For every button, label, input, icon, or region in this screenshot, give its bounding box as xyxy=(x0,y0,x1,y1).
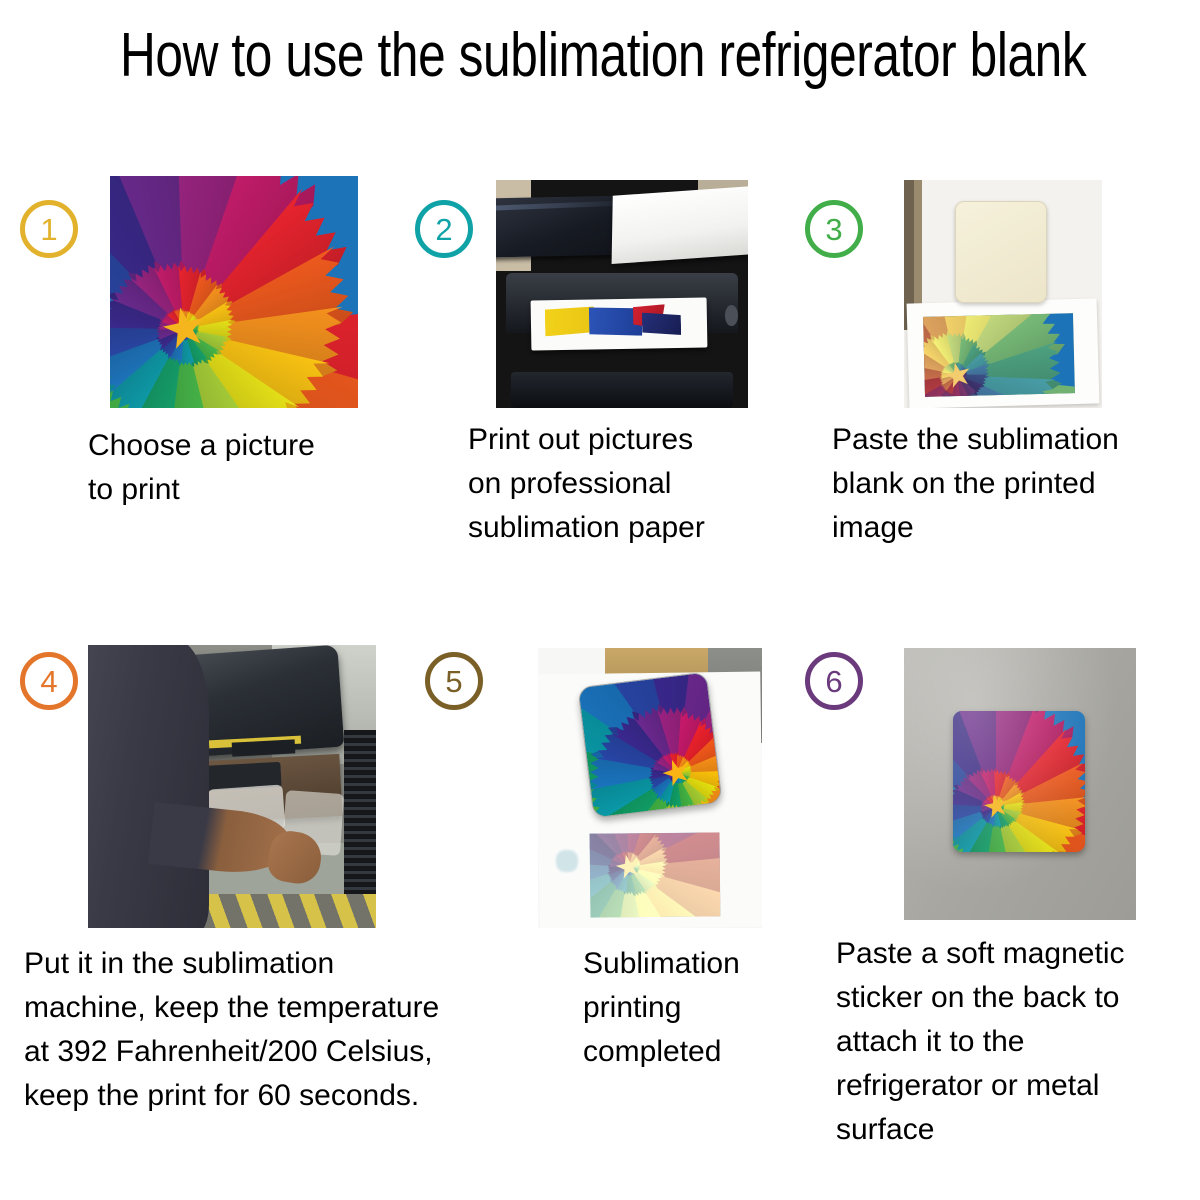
step-number-1: 1 xyxy=(40,211,58,247)
printed-image xyxy=(922,312,1076,397)
step-5-photo xyxy=(538,648,762,928)
step-6-photo xyxy=(904,648,1136,920)
fridge-sheen xyxy=(904,648,1136,920)
step-3-caption: Paste the sublimation blank on the print… xyxy=(832,423,1119,545)
worker-torso xyxy=(88,645,209,928)
step-2-photo xyxy=(496,180,748,408)
step-number-4: 4 xyxy=(40,663,58,699)
step-number-3: 3 xyxy=(825,211,843,247)
print-navy-wedge xyxy=(642,312,681,336)
step-number-5: 5 xyxy=(445,663,463,699)
rainbow-spiral-fan-artwork-final xyxy=(952,710,1085,852)
ink-smudge xyxy=(555,849,579,872)
step-number-badge-5: 5 xyxy=(425,652,483,710)
print-yellow-wedge xyxy=(545,306,595,336)
step-4-photo xyxy=(88,645,376,928)
rainbow-spiral-fan-artwork-faded xyxy=(589,832,720,918)
step-1-photo xyxy=(110,176,358,408)
blank-paper-sheet xyxy=(611,186,748,265)
page-title: How to use the sublimation refrigerator … xyxy=(120,21,1087,90)
step-number-badge-4: 4 xyxy=(20,652,78,710)
rainbow-spiral-fan-artwork-muted xyxy=(922,312,1076,397)
finished-sublimation-blank xyxy=(577,671,723,818)
step-1-caption: Choose a picture to print xyxy=(88,429,315,507)
used-transfer-paper xyxy=(589,832,720,918)
step-5-caption: Sublimation printing completed xyxy=(583,947,740,1069)
sublimation-blank xyxy=(955,200,1047,304)
printer-base xyxy=(511,371,733,408)
rainbow-spiral-fan-artwork xyxy=(110,176,358,408)
step-6-caption: Paste a soft magnetic sticker on the bac… xyxy=(836,937,1125,1147)
step-2-caption: Print out pictures on professional subli… xyxy=(468,423,705,545)
step-4-caption: Put it in the sublimation machine, keep … xyxy=(24,947,440,1113)
printed-sheet xyxy=(530,297,709,351)
step-number-6: 6 xyxy=(825,663,843,699)
step-number-badge-1: 1 xyxy=(20,200,78,258)
step-number-badge-3: 3 xyxy=(805,200,863,258)
step-number-badge-6: 6 xyxy=(805,652,863,710)
rainbow-spiral-fan-artwork-vivid xyxy=(578,672,722,817)
step-3-photo xyxy=(904,180,1102,408)
stacked-blanks xyxy=(344,729,376,895)
step-number-badge-2: 2 xyxy=(415,200,473,258)
printer-knob xyxy=(725,305,738,326)
step-number-2: 2 xyxy=(435,211,453,247)
table-edge-dark xyxy=(904,180,914,331)
finished-magnet xyxy=(952,710,1085,852)
